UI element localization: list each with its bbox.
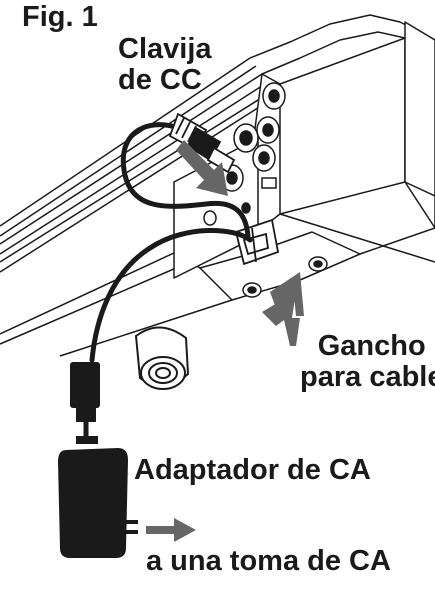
- arrow-to-jack: [176, 140, 228, 196]
- dc-plug-label: Clavija de CC: [118, 34, 212, 95]
- rear-jacks: [203, 82, 286, 226]
- figure-label: Fig. 1: [22, 1, 98, 33]
- dc-plug-label-line-2: de CC: [118, 63, 202, 96]
- cable-hook-label-line-1: Gancho: [317, 330, 426, 362]
- cable-hook-label: Gancho para cable: [300, 331, 435, 392]
- dc-plug: [168, 112, 236, 174]
- ferrite-core: [70, 362, 100, 444]
- ac-adapter-body: [58, 448, 138, 558]
- dc-cable: [89, 122, 253, 363]
- arrow-to-outlet: [146, 518, 196, 542]
- dc-plug-label-line-1: Clavija: [118, 33, 212, 65]
- screws: [242, 256, 328, 298]
- rubber-foot: [134, 326, 190, 390]
- outlet-label: a una toma de CA: [146, 545, 391, 577]
- arrow-to-hook: [262, 272, 304, 346]
- ac-adapter-label: Adaptador de CA: [134, 454, 371, 486]
- cable-hook-label-line-2: para cable: [300, 360, 435, 393]
